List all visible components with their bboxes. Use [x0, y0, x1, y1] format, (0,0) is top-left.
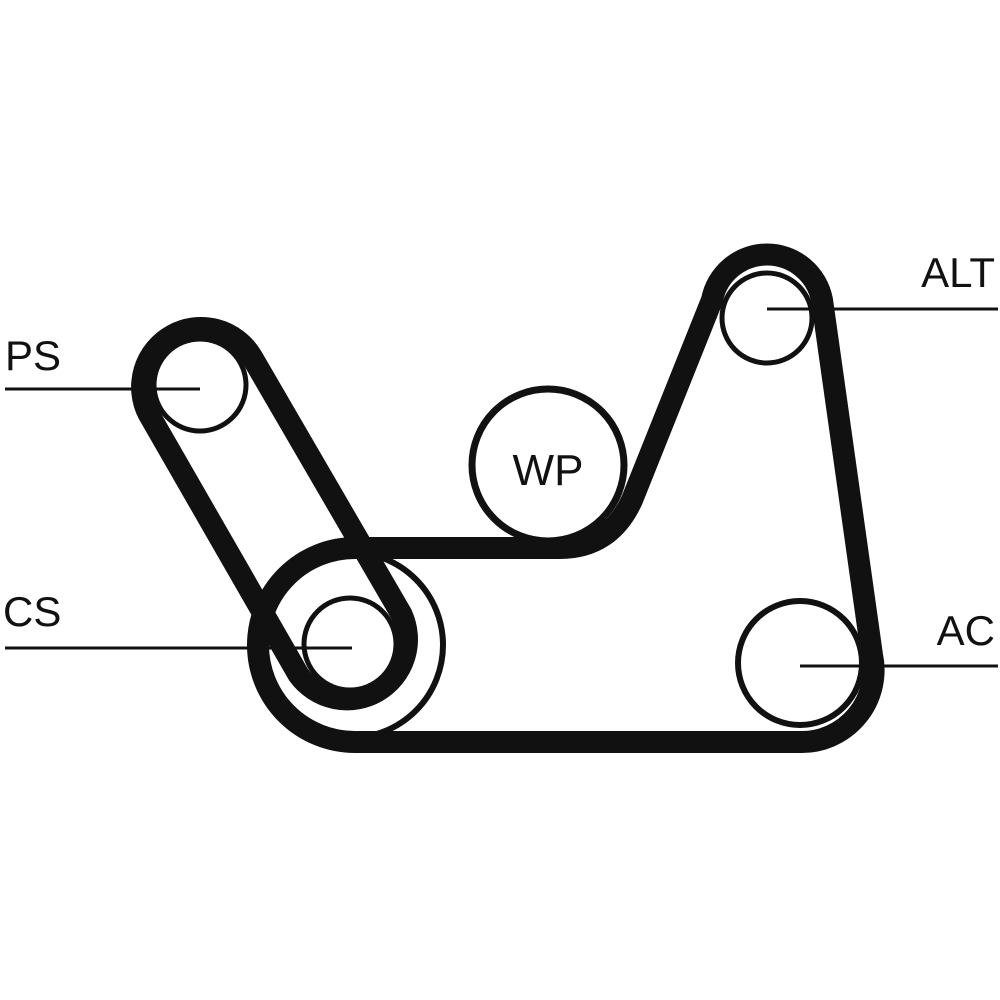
ps-pulley [151, 336, 249, 434]
alt-pulley [719, 270, 815, 366]
ac-label: AC [937, 607, 995, 654]
cs-outer-pulley [254, 549, 446, 741]
cs-label: CS [3, 588, 61, 635]
cs-inner-pulley [301, 595, 399, 693]
alt-label: ALT [921, 249, 995, 296]
ps-belt [131, 316, 418, 711]
ac-pulley [735, 598, 865, 728]
ps-label: PS [5, 332, 61, 379]
wp-label: WP [513, 446, 584, 495]
wp-pulley [468, 385, 628, 545]
